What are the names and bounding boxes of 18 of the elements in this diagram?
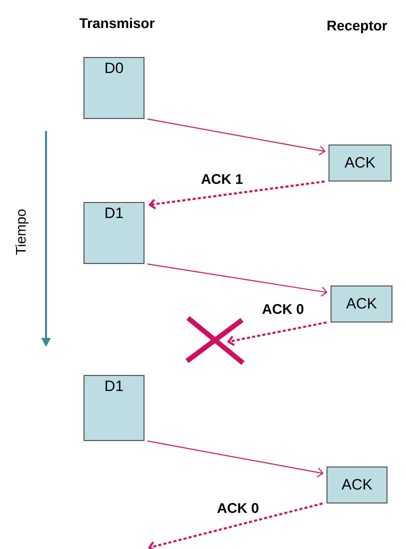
- edge-label: ACK 1: [200, 173, 244, 185]
- edge-label: ACK 0: [216, 502, 260, 514]
- message-box: ACK: [330, 286, 392, 322]
- message-box: D0: [84, 57, 144, 119]
- message-box: D1: [84, 375, 144, 441]
- arrow: [227, 322, 327, 346]
- axis-label: Tiempo: [15, 210, 29, 255]
- message-box: ACK: [326, 466, 388, 504]
- message-box: ACK: [328, 144, 392, 182]
- message-box: D1: [84, 202, 144, 264]
- arrow: [147, 264, 328, 297]
- arrow: [148, 502, 323, 549]
- edge-label: ACK 0: [261, 303, 305, 315]
- arrow: [147, 118, 326, 156]
- heading: Transmisor: [79, 18, 155, 28]
- heading: Receptor: [328, 20, 388, 34]
- arrow: [148, 180, 325, 210]
- arrow: [147, 440, 324, 478]
